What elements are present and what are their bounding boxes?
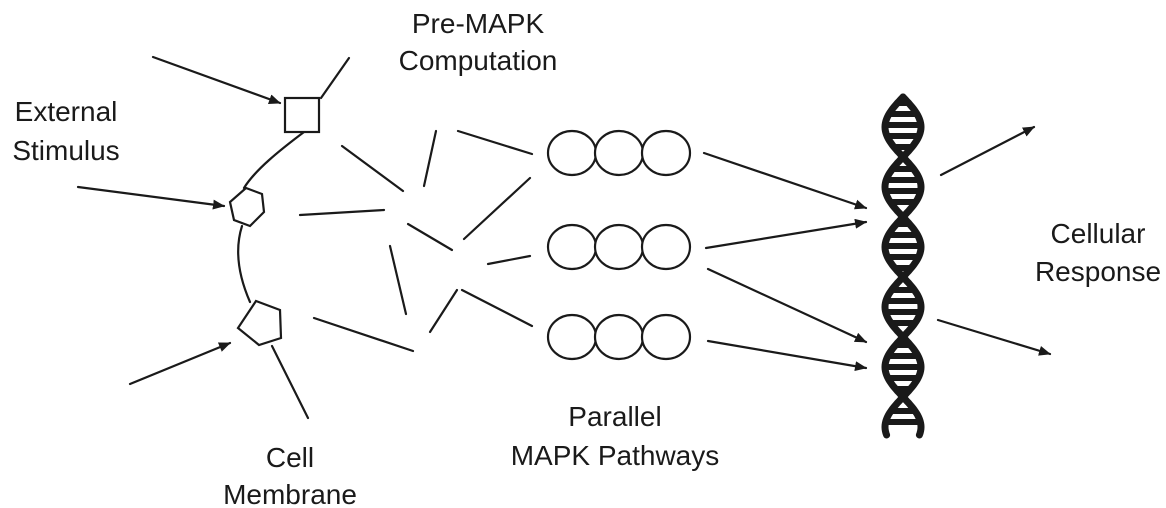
pathway-arrow-middle-down xyxy=(706,267,868,344)
dna-helix-icon xyxy=(881,93,925,439)
cell-membrane-leader-line xyxy=(270,344,310,420)
parallel-mapk-label-line1: Parallel xyxy=(568,401,661,432)
external-stimulus-label-line2: Stimulus xyxy=(12,135,119,166)
response-arrow-top xyxy=(939,125,1036,177)
stimulus-arrow-top xyxy=(151,55,282,105)
pre-mapk-label-line2: Computation xyxy=(399,45,558,76)
hexagon-icon xyxy=(228,186,266,228)
response-arrow-bottom xyxy=(936,318,1052,356)
pathway-arrow-bottom xyxy=(706,339,868,372)
cell-membrane-label-line2: Membrane xyxy=(223,479,357,508)
square-icon xyxy=(283,96,321,134)
pre-mapk-label-line1: Pre-MAPK xyxy=(412,8,545,39)
stimulus-arrow-bottom xyxy=(128,341,232,386)
external-stimulus-label-line1: External xyxy=(15,96,118,127)
cell-membrane-label-line1: Cell xyxy=(266,442,314,473)
parallel-mapk-label-line2: MAPK Pathways xyxy=(511,440,720,471)
crosstalk-network xyxy=(298,129,534,353)
stimulus-arrow-middle xyxy=(76,185,226,210)
three-circles-icon xyxy=(546,223,692,271)
pre-mapk-leader-line xyxy=(319,56,351,100)
pathway-arrow-middle-up xyxy=(704,218,868,250)
cellular-response-label-line2: Response xyxy=(1035,256,1161,287)
cellular-response-label-line1: Cellular xyxy=(1051,218,1146,249)
three-circles-icon xyxy=(546,129,692,177)
pathway-arrow-top xyxy=(702,151,868,210)
three-circles-icon xyxy=(546,313,692,361)
pentagon-icon xyxy=(236,299,283,347)
cell-membrane-curve xyxy=(237,130,306,304)
